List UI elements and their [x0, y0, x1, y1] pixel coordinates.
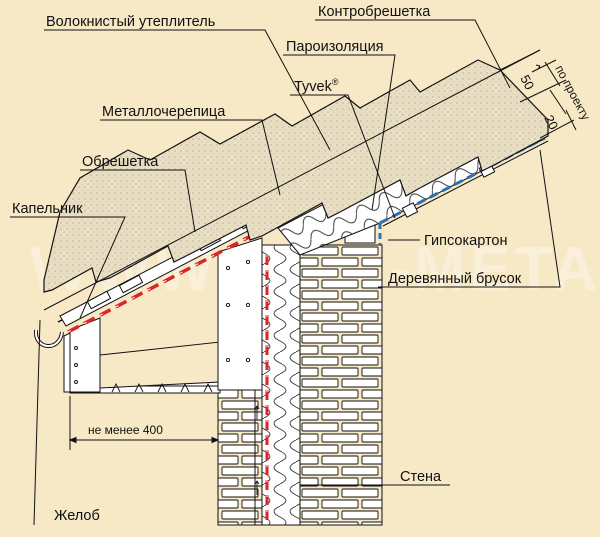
label-wooden-bar: Деревянный брусок	[388, 271, 522, 287]
label-fiber-insulation: Волокнистый утеплитель	[46, 14, 215, 30]
dim-by-project: по проекту	[552, 63, 593, 123]
label-counter-batten: Контробрешетка	[318, 4, 431, 20]
brick-wall	[217, 240, 383, 526]
label-tyvek: Tyvek®	[294, 77, 339, 95]
overhang-label: не менее 400	[88, 423, 163, 437]
label-gypsum-board: Гипсокартон	[424, 233, 508, 249]
label-tyvek-text: Tyvek	[294, 79, 333, 95]
label-drip-edge: Капельник	[12, 201, 83, 217]
dim-20: 20	[541, 112, 561, 132]
eave-soffit	[63, 237, 263, 394]
label-wall: Стена	[400, 469, 442, 485]
label-tyvek-mark: ®	[332, 77, 339, 87]
label-gutter: Желоб	[54, 508, 100, 524]
label-vapor-barrier: Пароизоляция	[286, 39, 384, 55]
label-metal-tile: Металлочерепица	[102, 104, 226, 120]
dim-50: 50	[517, 72, 537, 92]
dimension-marks	[499, 49, 577, 139]
label-batten: Обрешетка	[82, 154, 159, 170]
overhang-dimension-line	[68, 396, 220, 450]
leader-lines	[10, 19, 561, 526]
